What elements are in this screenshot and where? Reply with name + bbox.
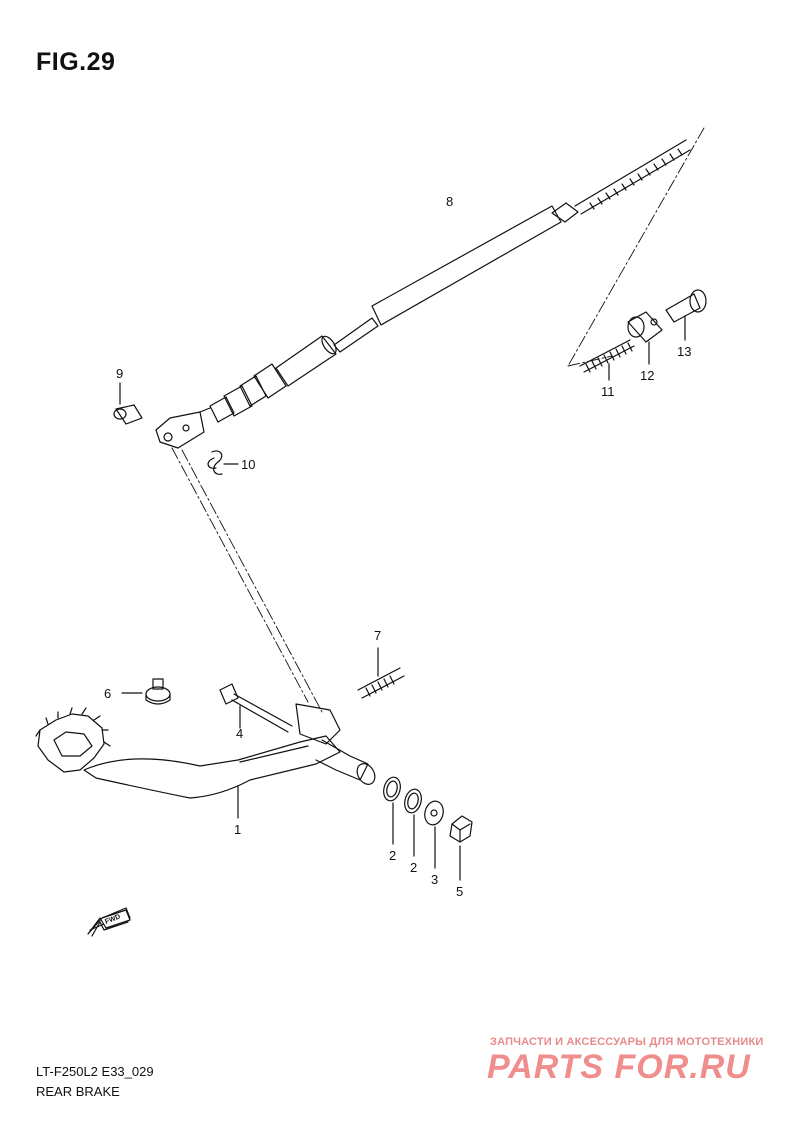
callout-10: 10 <box>241 457 255 472</box>
part-6-stopper[interactable] <box>121 678 171 705</box>
part-9-clevis-pin[interactable] <box>113 382 143 425</box>
part-13-bolt[interactable] <box>665 289 707 341</box>
callout-5: 5 <box>456 884 463 899</box>
callout-11: 11 <box>601 384 615 399</box>
callout-6: 6 <box>104 686 111 701</box>
figure-title: FIG.29 <box>36 48 116 76</box>
part-12-cable-joint[interactable] <box>627 311 663 365</box>
part-2-washer-a[interactable] <box>381 775 403 845</box>
figure-code: LT-F250L2 E33_029 <box>36 1064 154 1079</box>
callout-9: 9 <box>116 366 123 381</box>
part-8-brake-cable[interactable] <box>155 139 691 449</box>
part-11-spring[interactable] <box>579 339 635 381</box>
callout-4: 4 <box>236 726 243 741</box>
callout-12: 12 <box>640 368 654 383</box>
part-1-brake-pedal[interactable] <box>35 703 378 819</box>
watermark-brand: PARTS FOR.RU <box>487 1048 751 1086</box>
part-3-washer[interactable] <box>422 799 446 869</box>
callout-3: 3 <box>431 872 438 887</box>
callout-labels: 1 2 2 3 4 5 6 7 8 9 10 11 12 13 <box>104 194 691 899</box>
fwd-arrow-icon <box>87 907 131 937</box>
part-5-nut[interactable] <box>449 815 473 881</box>
part-7-return-spring[interactable] <box>357 647 405 699</box>
callout-13: 13 <box>677 344 691 359</box>
callout-2a: 2 <box>389 848 396 863</box>
assembly-guide-lines <box>171 127 705 713</box>
callout-8: 8 <box>446 194 453 209</box>
watermark-tagline: ЗАПЧАСТИ И АКСЕССУАРЫ ДЛЯ МОТОТЕХНИКИ <box>490 1036 764 1048</box>
callout-1: 1 <box>234 822 241 837</box>
callout-7: 7 <box>374 628 381 643</box>
part-10-cotter-clip[interactable] <box>207 450 239 475</box>
part-4-pivot-bolt[interactable] <box>219 683 293 733</box>
callout-2b: 2 <box>410 860 417 875</box>
figure-name: REAR BRAKE <box>36 1084 120 1099</box>
part-2-washer-b[interactable] <box>402 787 424 857</box>
